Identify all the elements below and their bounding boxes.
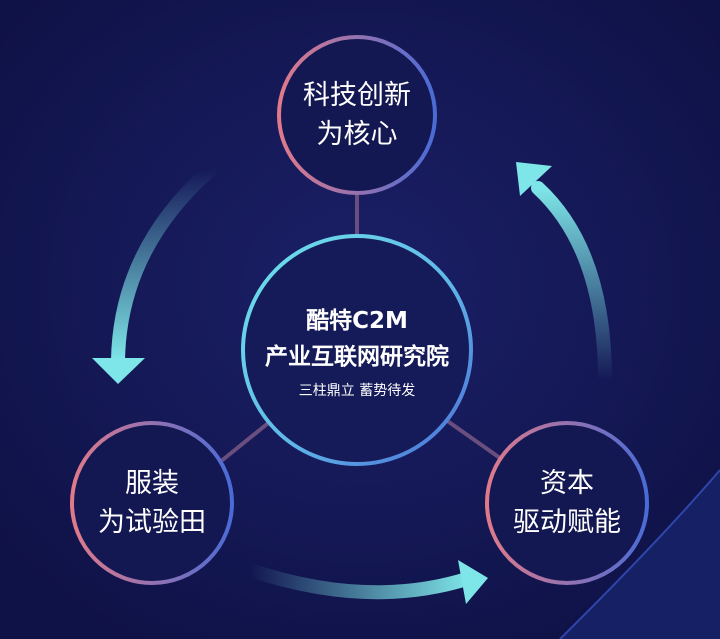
node-left-label: 服装 为试验田 bbox=[72, 464, 232, 542]
node-left-line1: 服装 bbox=[125, 468, 179, 499]
center-node-ring bbox=[241, 234, 473, 466]
node-right-label: 资本 驱动赋能 bbox=[487, 464, 647, 542]
background-arc bbox=[560, 470, 720, 639]
node-right-line1: 资本 bbox=[540, 468, 594, 499]
center-title-line2: 产业互联网研究院 bbox=[265, 343, 449, 370]
node-top-line1: 科技创新 bbox=[303, 80, 411, 111]
node-top-ring bbox=[277, 35, 437, 195]
cycle-arrow-left bbox=[111, 163, 217, 367]
node-top-line2: 为核心 bbox=[316, 119, 398, 151]
node-right-fill bbox=[487, 423, 647, 583]
node-left-line2: 为试验田 bbox=[98, 507, 206, 539]
cycle-arrow-right bbox=[531, 181, 612, 387]
background-arc-edge bbox=[559, 469, 720, 639]
center-title-line1: 酷特C2M bbox=[306, 308, 408, 334]
connector-left bbox=[218, 418, 274, 464]
node-left-fill bbox=[72, 423, 232, 583]
node-right-ring bbox=[485, 421, 649, 585]
center-node-fill bbox=[243, 236, 471, 464]
node-top-fill bbox=[279, 37, 435, 193]
node-top-label: 科技创新 为核心 bbox=[277, 76, 437, 154]
cycle-arrowhead-bottom bbox=[458, 560, 488, 604]
center-title: 酷特C2M 产业互联网研究院 bbox=[227, 304, 487, 375]
cycle-arrow-bottom bbox=[243, 563, 477, 600]
node-right-line2: 驱动赋能 bbox=[513, 507, 621, 539]
connector-right bbox=[444, 418, 502, 460]
center-subtitle: 三柱鼎立 蓄势待发 bbox=[298, 383, 416, 399]
cycle-arrowhead-right bbox=[516, 162, 552, 196]
node-left-ring bbox=[70, 421, 234, 585]
cycle-arrowhead-left bbox=[92, 358, 145, 384]
